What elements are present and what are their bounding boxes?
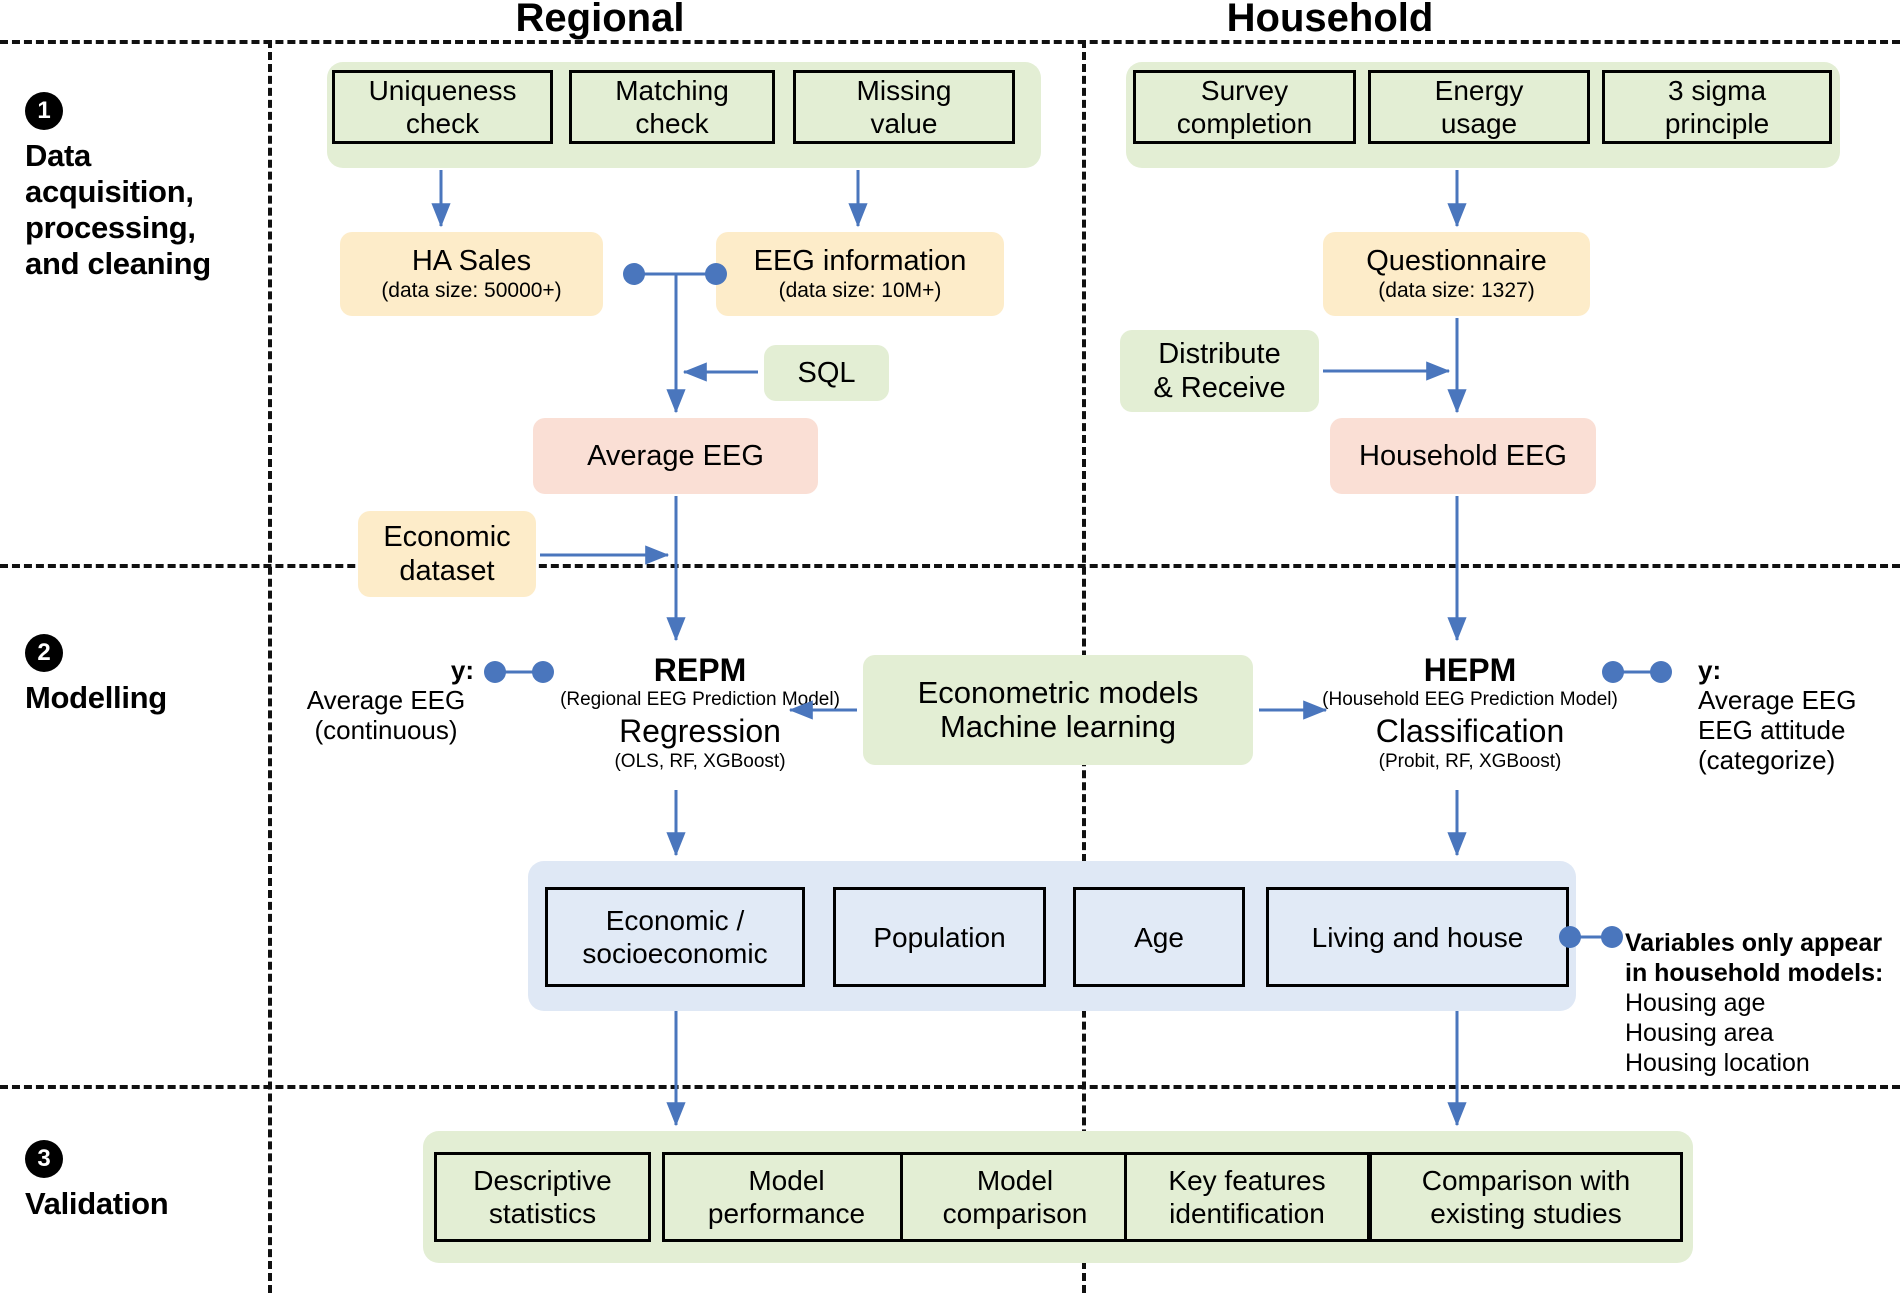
stage-label-3: 3 Validation [25,1140,265,1222]
validation-box-key-features-identification[interactable]: Key features identification [1124,1152,1370,1242]
node-distribute-receive[interactable]: Distribute & Receive [1120,330,1319,412]
validation-box-comparison-existing-studies[interactable]: Comparison with existing studies [1369,1152,1683,1242]
connector-dots [484,263,1672,948]
variables-note-item-1: Housing age [1625,989,1766,1017]
divider-stage2-stage3 [0,1085,1900,1089]
node-ha-sales[interactable]: HA Sales (data size: 50000+) [340,232,603,316]
dot-y-left-a [484,661,506,683]
variable-box-population[interactable]: Population [833,887,1046,987]
node-economic-dataset[interactable]: Economic dataset [358,511,536,597]
variable-box-living-and-house[interactable]: Living and house [1266,887,1569,987]
node-household-eeg[interactable]: Household EEG [1330,418,1596,494]
stage-title-3: Validation [25,1186,169,1221]
y-definition-right-line-1: Average EEG [1698,685,1857,715]
node-sql[interactable]: SQL [764,345,889,401]
column-header-household: Household [1226,0,1434,40]
column-header-regional: Regional [515,0,685,40]
model-repm-expansion: (Regional EEG Prediction Model) [560,689,840,710]
stage-number-3: 3 [25,1140,63,1178]
node-questionnaire[interactable]: Questionnaire (data size: 1327) [1323,232,1590,316]
model-hepm-methods: (Probit, RF, XGBoost) [1378,751,1562,772]
dot-y-right-b [1650,661,1672,683]
variables-note-item-3: Housing location [1625,1049,1810,1077]
divider-left-column [268,40,272,1293]
dot-y-left-b [532,661,554,683]
node-sql-title: SQL [797,357,856,389]
variable-box-economic-socioeconomic[interactable]: Economic / socioeconomic [545,887,805,987]
node-methods-line-1: Econometric models [917,675,1199,710]
validation-box-descriptive-statistics[interactable]: Descriptive statistics [434,1152,651,1242]
check-box-uniqueness[interactable]: Uniqueness check [332,70,553,144]
stage-label-1: 1 Data acquisition, processing, and clea… [25,92,265,282]
y-definition-right-line-2: EEG attitude [1698,715,1846,745]
variables-note: Variables only appear in household model… [1625,928,1900,1078]
node-questionnaire-subtitle: (data size: 1327) [1378,279,1535,302]
divider-stage1-top [0,40,1900,44]
validation-box-model-comparison[interactable]: Model comparison [900,1152,1130,1242]
node-eeg-information-title: EEG information [753,245,967,277]
y-definition-right-line-3: (categorize) [1698,745,1836,775]
y-definition-right-key: y: [1698,655,1722,685]
node-questionnaire-title: Questionnaire [1366,245,1547,277]
variables-note-item-2: Housing area [1625,1019,1774,1047]
node-economic-dataset-title: Economic dataset [383,521,511,587]
check-box-missing-value[interactable]: Missing value [793,70,1015,144]
stage-number-1: 1 [25,92,63,130]
node-ha-sales-title: HA Sales [411,245,532,277]
node-average-eeg[interactable]: Average EEG [533,418,818,494]
node-distribute-receive-title: Distribute & Receive [1153,338,1286,404]
node-eeg-information[interactable]: EEG information (data size: 10M+) [716,232,1004,316]
dot-ha-sales [623,263,645,285]
model-repm-methods: (OLS, RF, XGBoost) [614,751,786,772]
check-box-survey-completion[interactable]: Survey completion [1133,70,1356,144]
y-definition-left-line-2: (continuous) [314,715,458,745]
model-hepm-task: Classification [1375,713,1565,749]
stage-label-2: 2 Modelling [25,634,265,716]
model-hepm-name: HEPM [1423,652,1517,688]
check-box-matching[interactable]: Matching check [569,70,775,144]
divider-stage1-stage2 [0,564,1900,568]
stage-title-2: Modelling [25,680,167,715]
node-methods-line-2: Machine learning [939,709,1177,744]
model-repm-task: Regression [619,713,781,749]
node-household-eeg-title: Household EEG [1359,440,1567,472]
model-hepm: HEPM (Household EEG Prediction Model) Cl… [1305,652,1635,774]
check-box-3-sigma-principle[interactable]: 3 sigma principle [1602,70,1832,144]
variable-box-age[interactable]: Age [1073,887,1245,987]
model-repm-name: REPM [653,652,747,688]
model-repm: REPM (Regional EEG Prediction Model) Reg… [560,652,840,774]
node-eeg-information-subtitle: (data size: 10M+) [778,279,942,302]
y-definition-left-line-1: Average EEG [306,685,466,715]
model-hepm-expansion: (Household EEG Prediction Model) [1322,689,1618,710]
stage-number-2: 2 [25,634,63,672]
check-box-energy-usage[interactable]: Energy usage [1368,70,1590,144]
y-definition-left-key: y: [450,655,474,685]
dot-variables-note-b [1601,926,1623,948]
node-ha-sales-subtitle: (data size: 50000+) [381,279,562,302]
stage-title-1: Data acquisition, processing, and cleani… [25,138,211,281]
node-average-eeg-title: Average EEG [587,440,764,472]
variables-note-heading: Variables only appear in household model… [1625,929,1884,987]
y-definition-left: y: Average EEG (continuous) [292,655,480,745]
validation-box-model-performance[interactable]: Model performance [662,1152,911,1242]
y-definition-right: y: Average EEG EEG attitude (categorize) [1698,655,1900,775]
node-methods[interactable]: Econometric models Machine learning [863,655,1253,765]
